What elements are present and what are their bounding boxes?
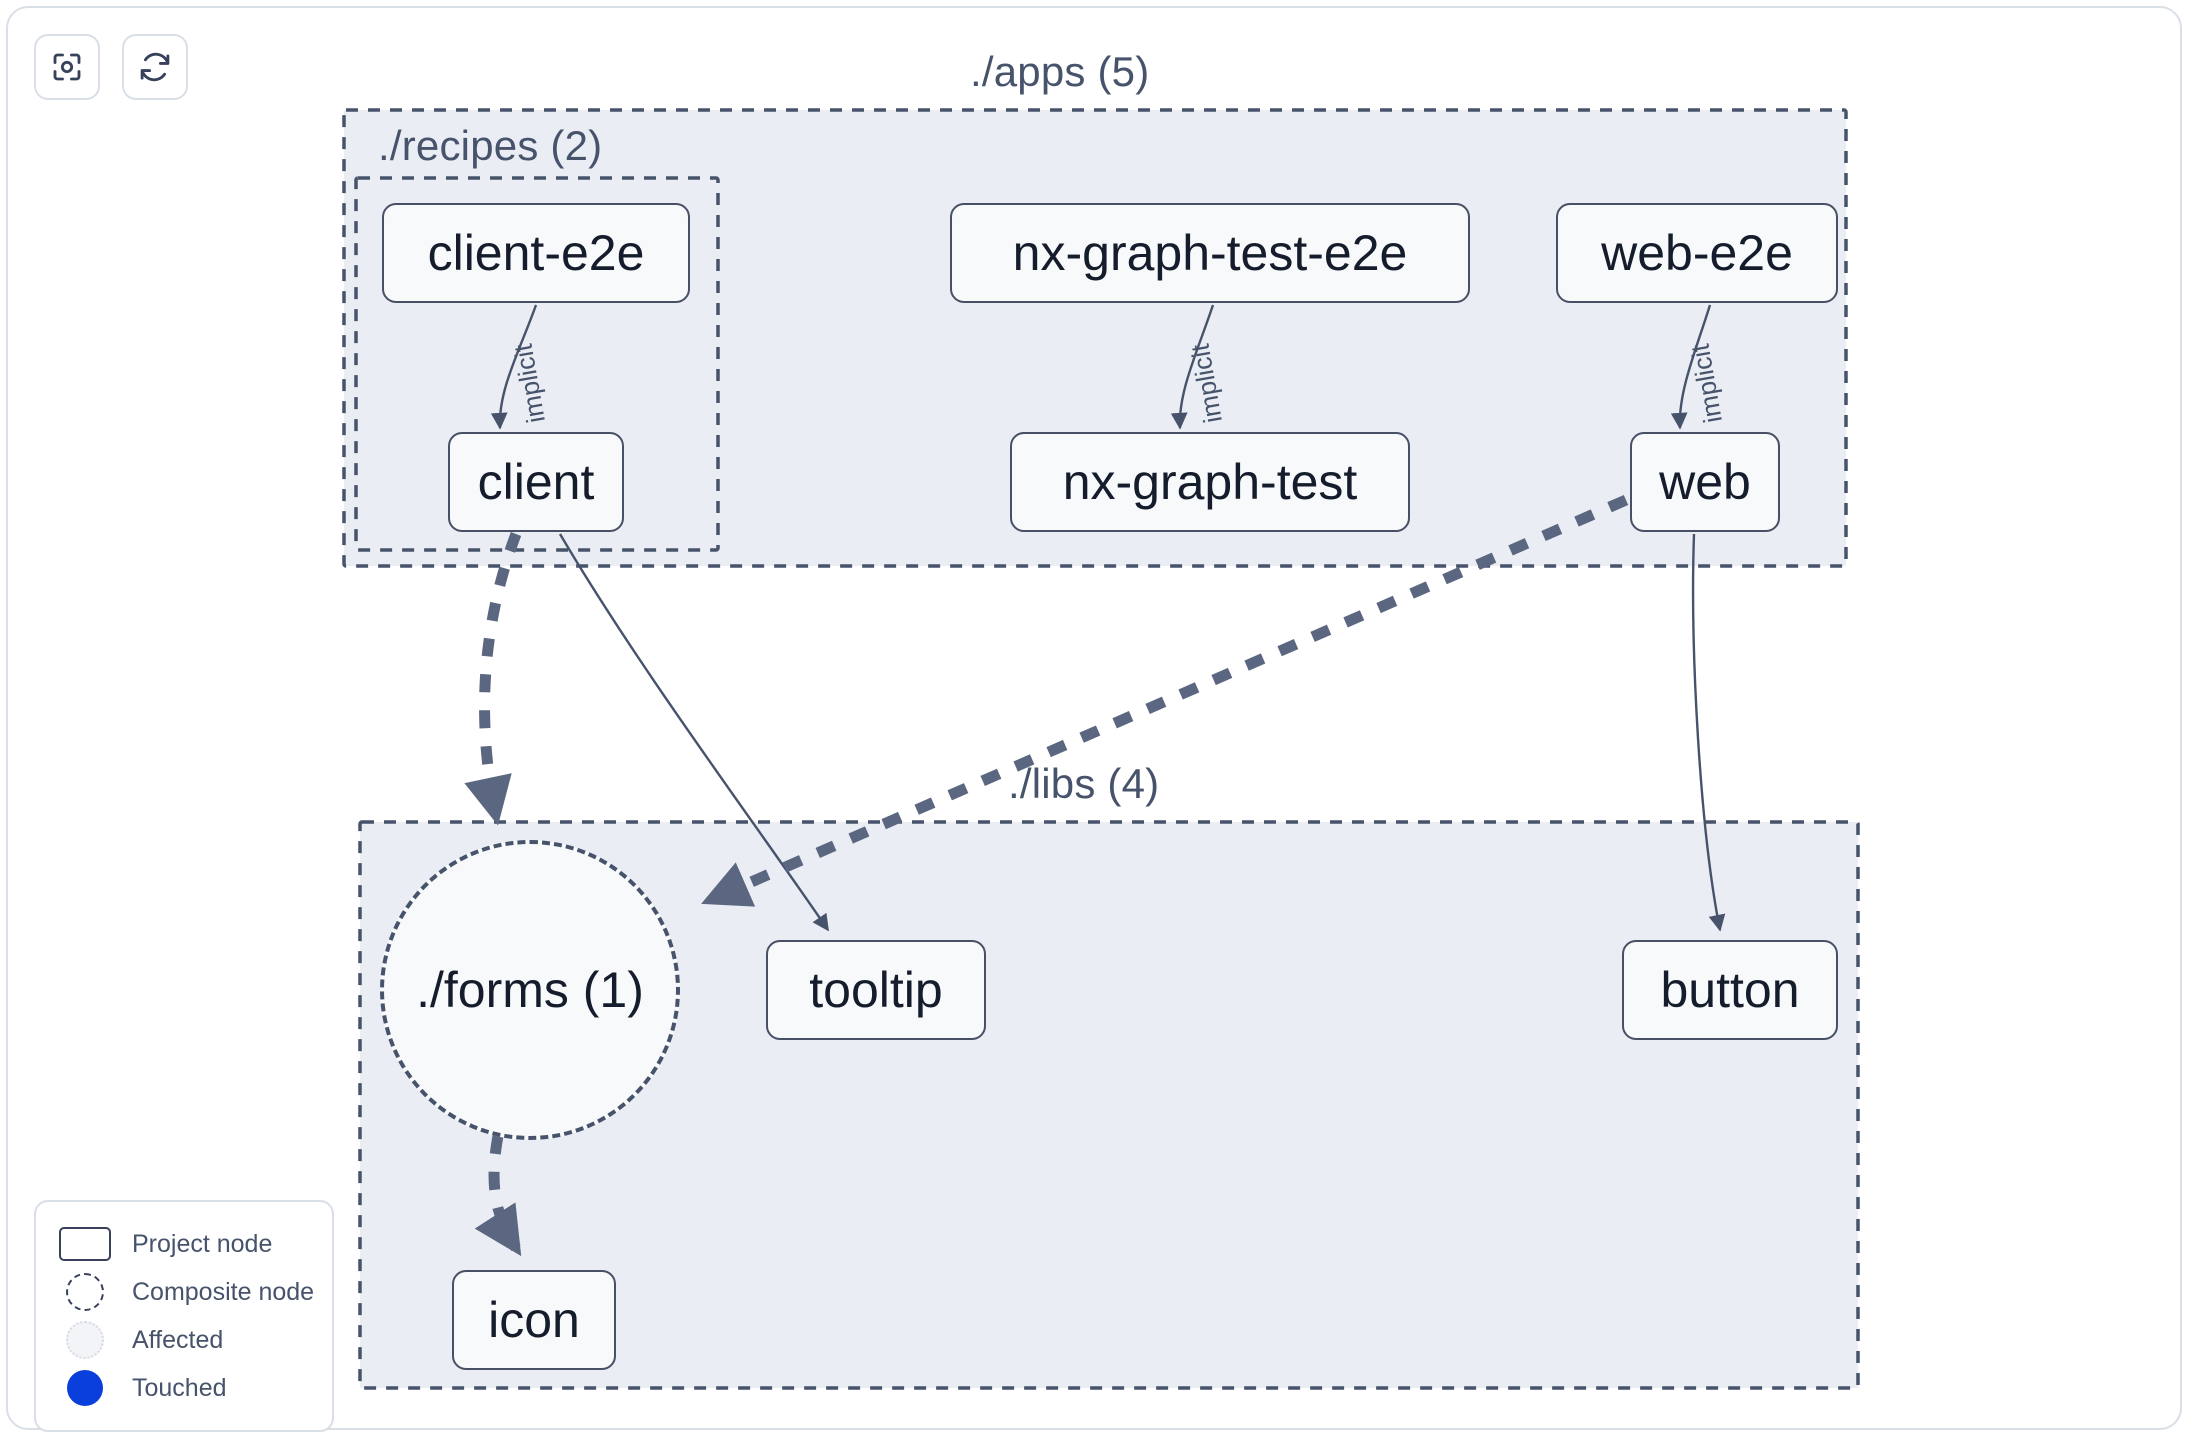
graph-node-tooltip[interactable]: tooltip xyxy=(766,940,986,1040)
graph-node-label: client-e2e xyxy=(427,225,645,281)
edge-forms-to-icon xyxy=(474,1135,522,1257)
graph-legend: Project node Composite node Affected Tou… xyxy=(34,1200,334,1432)
group-label-libs[interactable]: ./libs (4) xyxy=(1008,760,1160,807)
legend-item-composite-node: Composite node xyxy=(58,1268,314,1316)
graph-node-nx-graph-test[interactable]: nx-graph-test xyxy=(1010,432,1410,532)
legend-item-project-node: Project node xyxy=(58,1220,310,1268)
graph-node-label: button xyxy=(1660,962,1800,1018)
graph-node-label: client xyxy=(477,454,595,510)
graph-node-web-e2e[interactable]: web-e2e xyxy=(1556,203,1838,303)
edge-client-to-forms xyxy=(464,532,522,826)
edge-web-to-forms xyxy=(701,494,1629,907)
edge-web-e2e-to-web xyxy=(1670,304,1712,430)
legend-item-label: Affected xyxy=(132,1325,224,1354)
graph-node-label: ./forms (1) xyxy=(416,962,644,1018)
graph-node-label: tooltip xyxy=(809,962,943,1018)
focus-graph-button[interactable] xyxy=(34,34,100,100)
graph-node-client[interactable]: client xyxy=(448,432,624,532)
graph-node-label: icon xyxy=(488,1292,580,1348)
focus-target-icon xyxy=(49,49,85,85)
graph-node-button[interactable]: button xyxy=(1622,940,1838,1040)
affected-node-icon xyxy=(58,1321,112,1359)
graph-toolbar xyxy=(34,34,188,100)
graph-node-nx-graph-test-e2e[interactable]: nx-graph-test-e2e xyxy=(950,203,1470,303)
legend-item-label: Touched xyxy=(132,1373,227,1402)
composite-node-icon xyxy=(58,1273,112,1311)
refresh-graph-button[interactable] xyxy=(122,34,188,100)
graph-node-label: nx-graph-test-e2e xyxy=(1012,225,1408,281)
graph-node-icon[interactable]: icon xyxy=(452,1270,616,1370)
refresh-icon xyxy=(137,49,173,85)
edge-web-to-button xyxy=(1691,533,1726,932)
edge-nx-graph-test-e2e-to-nx-graph-test xyxy=(1170,304,1215,430)
graph-node-forms[interactable]: ./forms (1) xyxy=(380,840,680,1140)
legend-item-touched: Touched xyxy=(58,1364,310,1412)
legend-item-affected: Affected xyxy=(58,1316,310,1364)
group-libs-container xyxy=(358,820,1860,1390)
composite-node-ring xyxy=(380,840,680,1140)
graph-node-label: web-e2e xyxy=(1601,225,1793,281)
graph-node-web[interactable]: web xyxy=(1630,432,1780,532)
edge-client-to-tooltip xyxy=(558,533,829,932)
legend-item-label: Composite node xyxy=(132,1277,315,1306)
graph-node-label: web xyxy=(1659,454,1751,510)
graph-node-client-e2e[interactable]: client-e2e xyxy=(382,203,690,303)
project-node-icon xyxy=(58,1227,112,1261)
group-label-recipes[interactable]: ./recipes (2) xyxy=(378,122,603,169)
legend-item-label: Project node xyxy=(132,1229,273,1258)
graph-node-label: nx-graph-test xyxy=(1062,454,1358,510)
edge-client-e2e-to-client xyxy=(490,304,538,430)
touched-node-icon xyxy=(58,1370,112,1406)
group-label-apps[interactable]: ./apps (5) xyxy=(970,48,1150,95)
